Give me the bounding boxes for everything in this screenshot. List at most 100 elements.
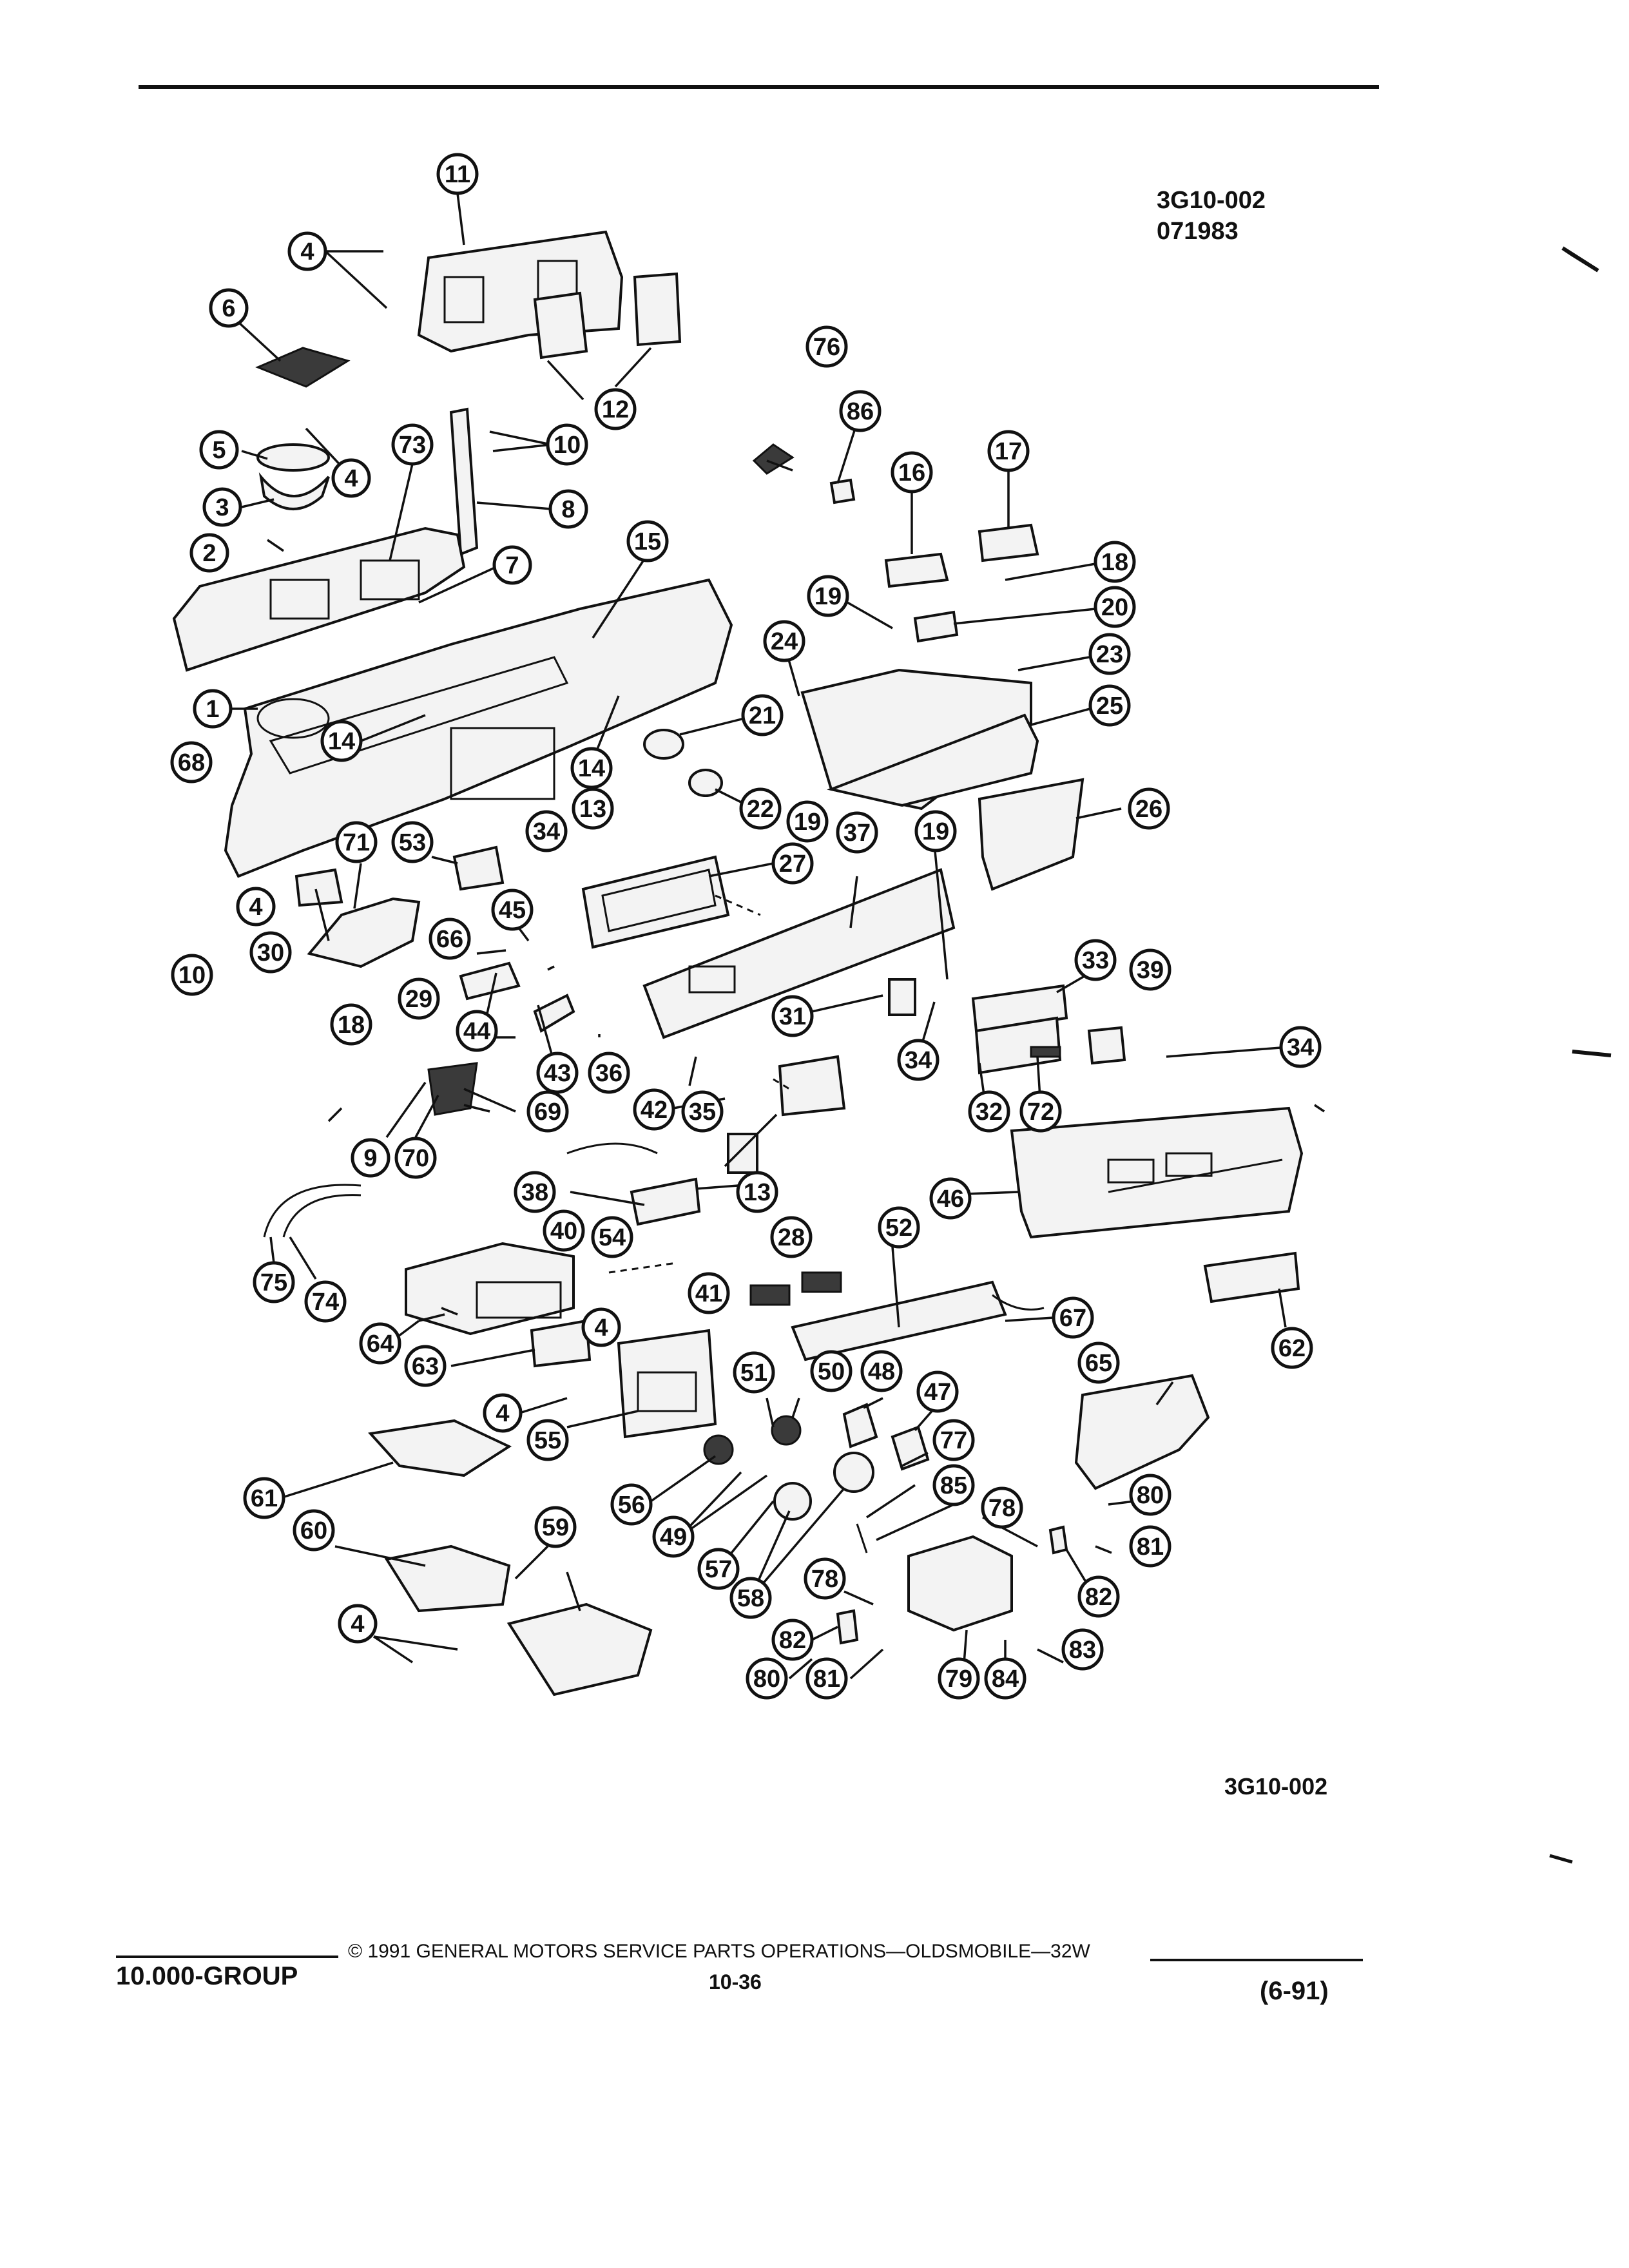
callout-4-speaker: 4 — [331, 458, 371, 498]
callout-13-low: 13 — [736, 1171, 778, 1213]
callout-77: 77 — [932, 1419, 975, 1461]
callout-30: 30 — [249, 931, 292, 974]
svg-text:4: 4 — [300, 238, 314, 265]
callout-18-top: 18 — [1094, 541, 1136, 583]
callout-20: 20 — [1094, 586, 1136, 628]
callout-34-mid: 34 — [897, 1039, 940, 1081]
callout-34-right: 34 — [1279, 1026, 1322, 1068]
svg-text:8: 8 — [561, 496, 575, 523]
callout-72: 72 — [1019, 1090, 1062, 1133]
svg-text:7: 7 — [505, 552, 519, 579]
svg-text:4: 4 — [594, 1314, 608, 1341]
svg-text:82: 82 — [1085, 1584, 1112, 1611]
callout-45: 45 — [491, 889, 534, 931]
footer-page-number: 10-36 — [709, 1970, 762, 1994]
callout-16: 16 — [891, 451, 933, 494]
callout-57: 57 — [697, 1548, 740, 1590]
callout-50: 50 — [810, 1350, 853, 1392]
callout-4-top: 4 — [287, 231, 327, 271]
callout-38: 38 — [514, 1171, 556, 1213]
svg-text:42: 42 — [641, 1097, 668, 1124]
callout-13-mid: 13 — [572, 787, 614, 830]
svg-text:51: 51 — [740, 1360, 767, 1387]
callout-52: 52 — [878, 1206, 920, 1249]
callout-40: 40 — [543, 1209, 585, 1252]
callout-4-radio: 4 — [581, 1307, 621, 1347]
callout-56: 56 — [610, 1483, 653, 1526]
callout-15: 15 — [626, 520, 669, 562]
callout-22: 22 — [739, 787, 782, 830]
svg-text:61: 61 — [251, 1485, 278, 1512]
svg-text:18: 18 — [338, 1012, 365, 1039]
callout-64: 64 — [359, 1322, 401, 1365]
svg-text:18: 18 — [1101, 549, 1128, 576]
svg-text:22: 22 — [747, 796, 774, 823]
svg-text:59: 59 — [542, 1514, 569, 1541]
callout-3: 3 — [202, 487, 242, 527]
svg-text:34: 34 — [1287, 1034, 1314, 1061]
callout-75: 75 — [253, 1261, 295, 1303]
svg-text:68: 68 — [178, 749, 205, 776]
callout-44: 44 — [456, 1010, 498, 1052]
svg-text:28: 28 — [778, 1224, 805, 1251]
svg-text:6: 6 — [222, 295, 235, 322]
footer-copyright: © 1991 GENERAL MOTORS SERVICE PARTS OPER… — [348, 1941, 1090, 1962]
svg-text:29: 29 — [405, 986, 432, 1013]
svg-text:19: 19 — [922, 818, 949, 845]
svg-text:83: 83 — [1069, 1637, 1096, 1664]
callout-24: 24 — [763, 620, 805, 662]
svg-text:58: 58 — [737, 1585, 764, 1612]
svg-text:36: 36 — [595, 1060, 622, 1087]
callout-69: 69 — [526, 1090, 569, 1133]
svg-text:20: 20 — [1101, 594, 1128, 621]
svg-text:3: 3 — [215, 494, 229, 521]
callout-17: 17 — [987, 430, 1030, 472]
callout-48: 48 — [860, 1350, 903, 1392]
callout-5: 5 — [199, 430, 239, 470]
callout-29: 29 — [398, 977, 440, 1020]
svg-text:38: 38 — [521, 1179, 548, 1206]
callout-81-right: 81 — [1129, 1525, 1171, 1568]
svg-text:56: 56 — [618, 1492, 645, 1519]
footer-group: 10.000-GROUP — [116, 1962, 298, 1990]
callout-47: 47 — [916, 1370, 959, 1413]
svg-text:81: 81 — [813, 1666, 840, 1693]
callout-36: 36 — [588, 1052, 630, 1094]
footer-revision: (6-91) — [1260, 1977, 1329, 2005]
svg-text:10: 10 — [554, 432, 581, 459]
footer-rule-left — [116, 1956, 338, 1958]
svg-text:80: 80 — [1137, 1482, 1164, 1509]
svg-text:70: 70 — [402, 1145, 429, 1172]
svg-text:86: 86 — [847, 398, 874, 425]
footer-rule-right — [1150, 1959, 1363, 1961]
svg-text:24: 24 — [771, 628, 798, 655]
svg-text:37: 37 — [843, 820, 871, 847]
callout-65: 65 — [1077, 1341, 1120, 1384]
callout-83: 83 — [1061, 1628, 1104, 1671]
svg-text:25: 25 — [1096, 693, 1123, 720]
svg-text:75: 75 — [260, 1269, 287, 1296]
svg-text:15: 15 — [634, 528, 661, 555]
svg-text:30: 30 — [257, 939, 284, 966]
callout-1: 1 — [193, 689, 233, 729]
callout-4-low: 4 — [483, 1393, 523, 1433]
svg-text:21: 21 — [749, 702, 776, 729]
part-illustrations — [172, 230, 1304, 1696]
svg-text:10: 10 — [178, 962, 206, 989]
svg-text:71: 71 — [343, 829, 370, 856]
svg-text:78: 78 — [988, 1495, 1016, 1522]
callout-49: 49 — [652, 1515, 695, 1558]
svg-text:40: 40 — [550, 1218, 577, 1245]
svg-text:50: 50 — [818, 1358, 845, 1385]
svg-text:26: 26 — [1135, 796, 1162, 823]
figure-date-code: 071983 — [1157, 218, 1239, 245]
svg-text:84: 84 — [992, 1666, 1019, 1693]
callout-68: 68 — [170, 741, 213, 783]
callout-18-left: 18 — [330, 1003, 372, 1046]
svg-text:66: 66 — [436, 926, 463, 953]
callout-42: 42 — [633, 1088, 675, 1131]
figure-code-top: 3G10-002 — [1157, 187, 1266, 214]
svg-text:39: 39 — [1137, 957, 1164, 984]
svg-text:13: 13 — [579, 796, 606, 823]
